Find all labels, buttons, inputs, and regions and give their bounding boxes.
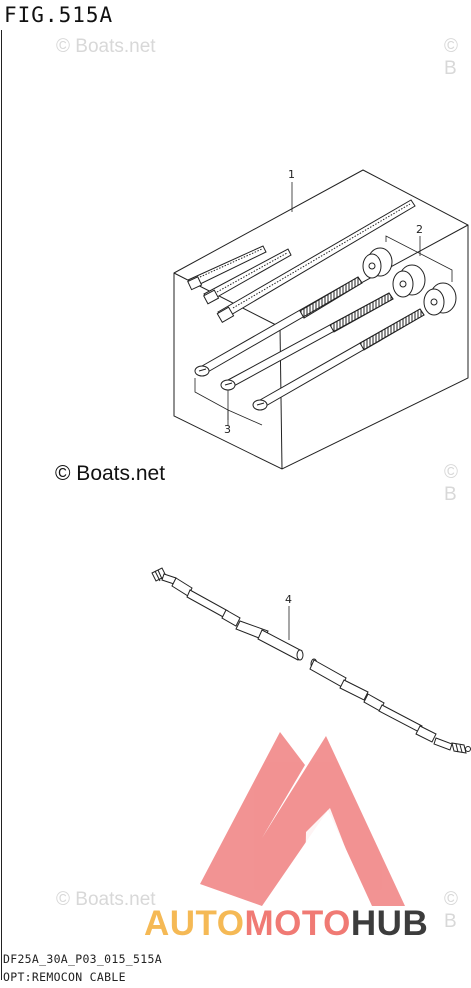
kit-box <box>173 169 469 470</box>
bolt-3 <box>252 308 425 411</box>
footer-model-code: DF25A_30A_P03_015_515A <box>3 952 162 966</box>
watermark-mid-right: © B <box>444 462 458 505</box>
logo-mark <box>200 732 405 906</box>
watermark-top-right: © B <box>444 36 458 79</box>
figure-title: FIG.515A <box>4 3 114 27</box>
bolt-2 <box>220 292 394 391</box>
cable-tie-short <box>187 245 267 291</box>
callout-bracket-2 <box>385 235 453 282</box>
logo-part-moto: MOTO <box>244 904 351 943</box>
spacer-1 <box>362 247 393 279</box>
watermark-bottom: © Boats.net <box>56 889 156 910</box>
spacer-2 <box>392 264 426 298</box>
logo-wordmark: AUTOMOTOHUB <box>144 904 428 944</box>
cable-tie-long <box>216 199 416 324</box>
callout-1: 1 <box>288 168 295 181</box>
bolt-1 <box>194 276 363 377</box>
watermark-top: © Boats.net <box>56 36 156 57</box>
watermark-mid: © Boats.net <box>55 462 166 485</box>
remocon-cable <box>151 567 471 754</box>
logo-part-auto: AUTO <box>144 904 245 943</box>
cable-tie-medium <box>203 248 292 305</box>
callout-3: 3 <box>224 423 231 436</box>
logo-part-hub: HUB <box>350 904 429 943</box>
callout-4: 4 <box>285 593 292 606</box>
watermark-bottom-right: © B <box>444 889 458 932</box>
footer-caption: OPT:REMOCON CABLE <box>3 970 126 984</box>
spacer-3 <box>423 282 457 316</box>
callout-2: 2 <box>416 223 423 236</box>
